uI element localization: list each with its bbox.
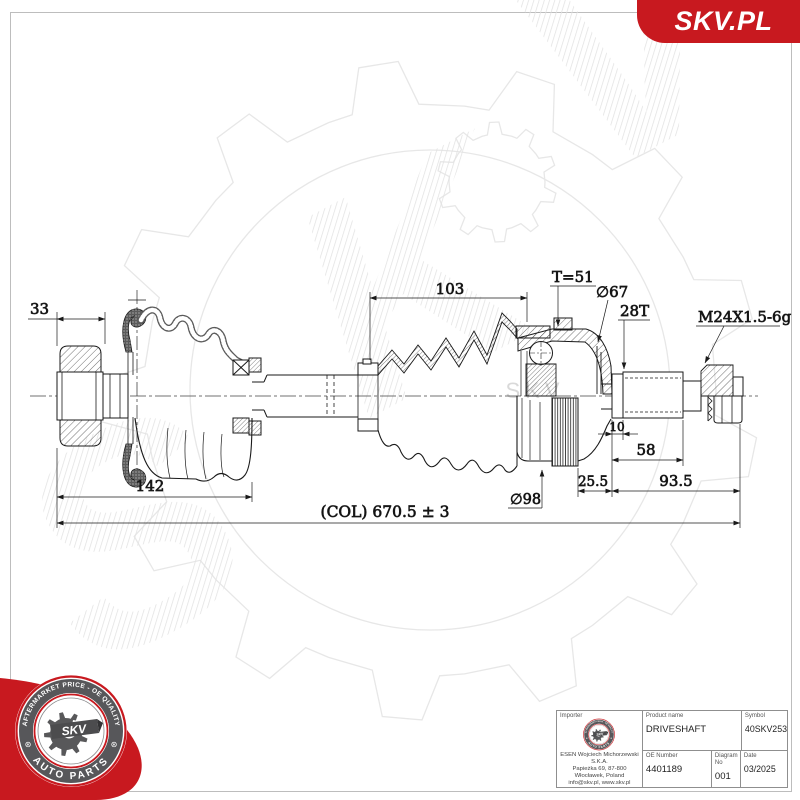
diagram-no-label: Diagram No [714,752,738,766]
product-name-label: Product name [645,713,684,719]
date-cell: Date 03/2025 [739,750,787,787]
diagram-no-value: 001 [714,770,731,782]
oe-number-value: 4401189 [645,763,683,775]
dim-58: 58 [636,441,655,459]
badge-side-symbol-right: ⊛ [111,740,118,749]
dimensions: 33 103 T=51 ∅67 28T M24X1.5-6g 10 58 25.… [28,268,792,528]
skv-auto-parts-badge: AFTERMARKET PRICE - OE QUALITY AUTO PART… [15,675,127,787]
symbol-cell: Symbol 40SKV253 [740,711,787,750]
badge-skv-banner: SKV [50,719,103,739]
badge-side-symbol-left: ⊛ [25,740,32,749]
importer-label: Importer [560,713,583,719]
oe-number-cell: OE Number 4401189 [641,750,711,787]
dim-t51: T=51 [552,268,594,286]
dim-overall-length: (COL) 670.5 ± 3 [321,503,450,521]
skv-logo-banner: SKV.PL [637,0,800,43]
outer-boot-clamp [357,358,379,432]
dim-thread-spec: M24X1.5-6g [698,308,792,326]
inner-tripod-stub [56,345,129,447]
dim-28t: 28T [620,302,649,320]
badge-center-text: SKV [61,721,88,738]
diagram-no-cell: Diagram No 001 [710,750,740,787]
skv-logo-text: SKV.PL [674,6,773,36]
dim-dia67: ∅67 [596,283,628,301]
dim-93-5: 93.5 [659,472,692,490]
date-label: Date [743,752,757,759]
product-name-cell: Product name DRIVESHAFT [641,711,741,750]
inner-boot [134,306,262,482]
dim-142: 142 [136,477,165,495]
importer-cell: Importer ESEN Wojciech Michorzewski S.K.… [557,711,642,787]
dim-33: 33 [30,300,49,318]
brand-corner: AFTERMARKET PRICE - OE QUALITY AUTO PART… [0,675,142,800]
title-block: Importer ESEN Wojciech Michorzewski S.K.… [556,710,788,788]
product-name-value: DRIVESHAFT [645,724,707,735]
axle-nut [707,396,743,424]
thread-section [700,364,734,397]
dim-dia98: ∅98 [510,492,541,508]
spline-section [622,371,684,419]
abs-ring [551,397,579,467]
stub-axle [601,364,744,424]
driveshaft-drawing [30,290,758,488]
symbol-value: 40SKV253 [744,724,787,734]
importer-address: ESEN Wojciech Michorzewski S.K.A. Papież… [560,752,639,786]
dim-25-5: 25.5 [578,474,608,490]
date-value: 03/2025 [743,763,776,774]
outer-cv-joint [515,317,613,467]
dim-10: 10 [609,420,624,434]
dim-103: 103 [436,280,465,298]
watermark-letter: K [237,68,606,477]
page-frame [10,12,792,792]
oe-number-label: OE Number [645,752,678,759]
shaft [252,374,358,418]
importer-logo [581,718,618,751]
symbol-label: Symbol [744,713,765,719]
